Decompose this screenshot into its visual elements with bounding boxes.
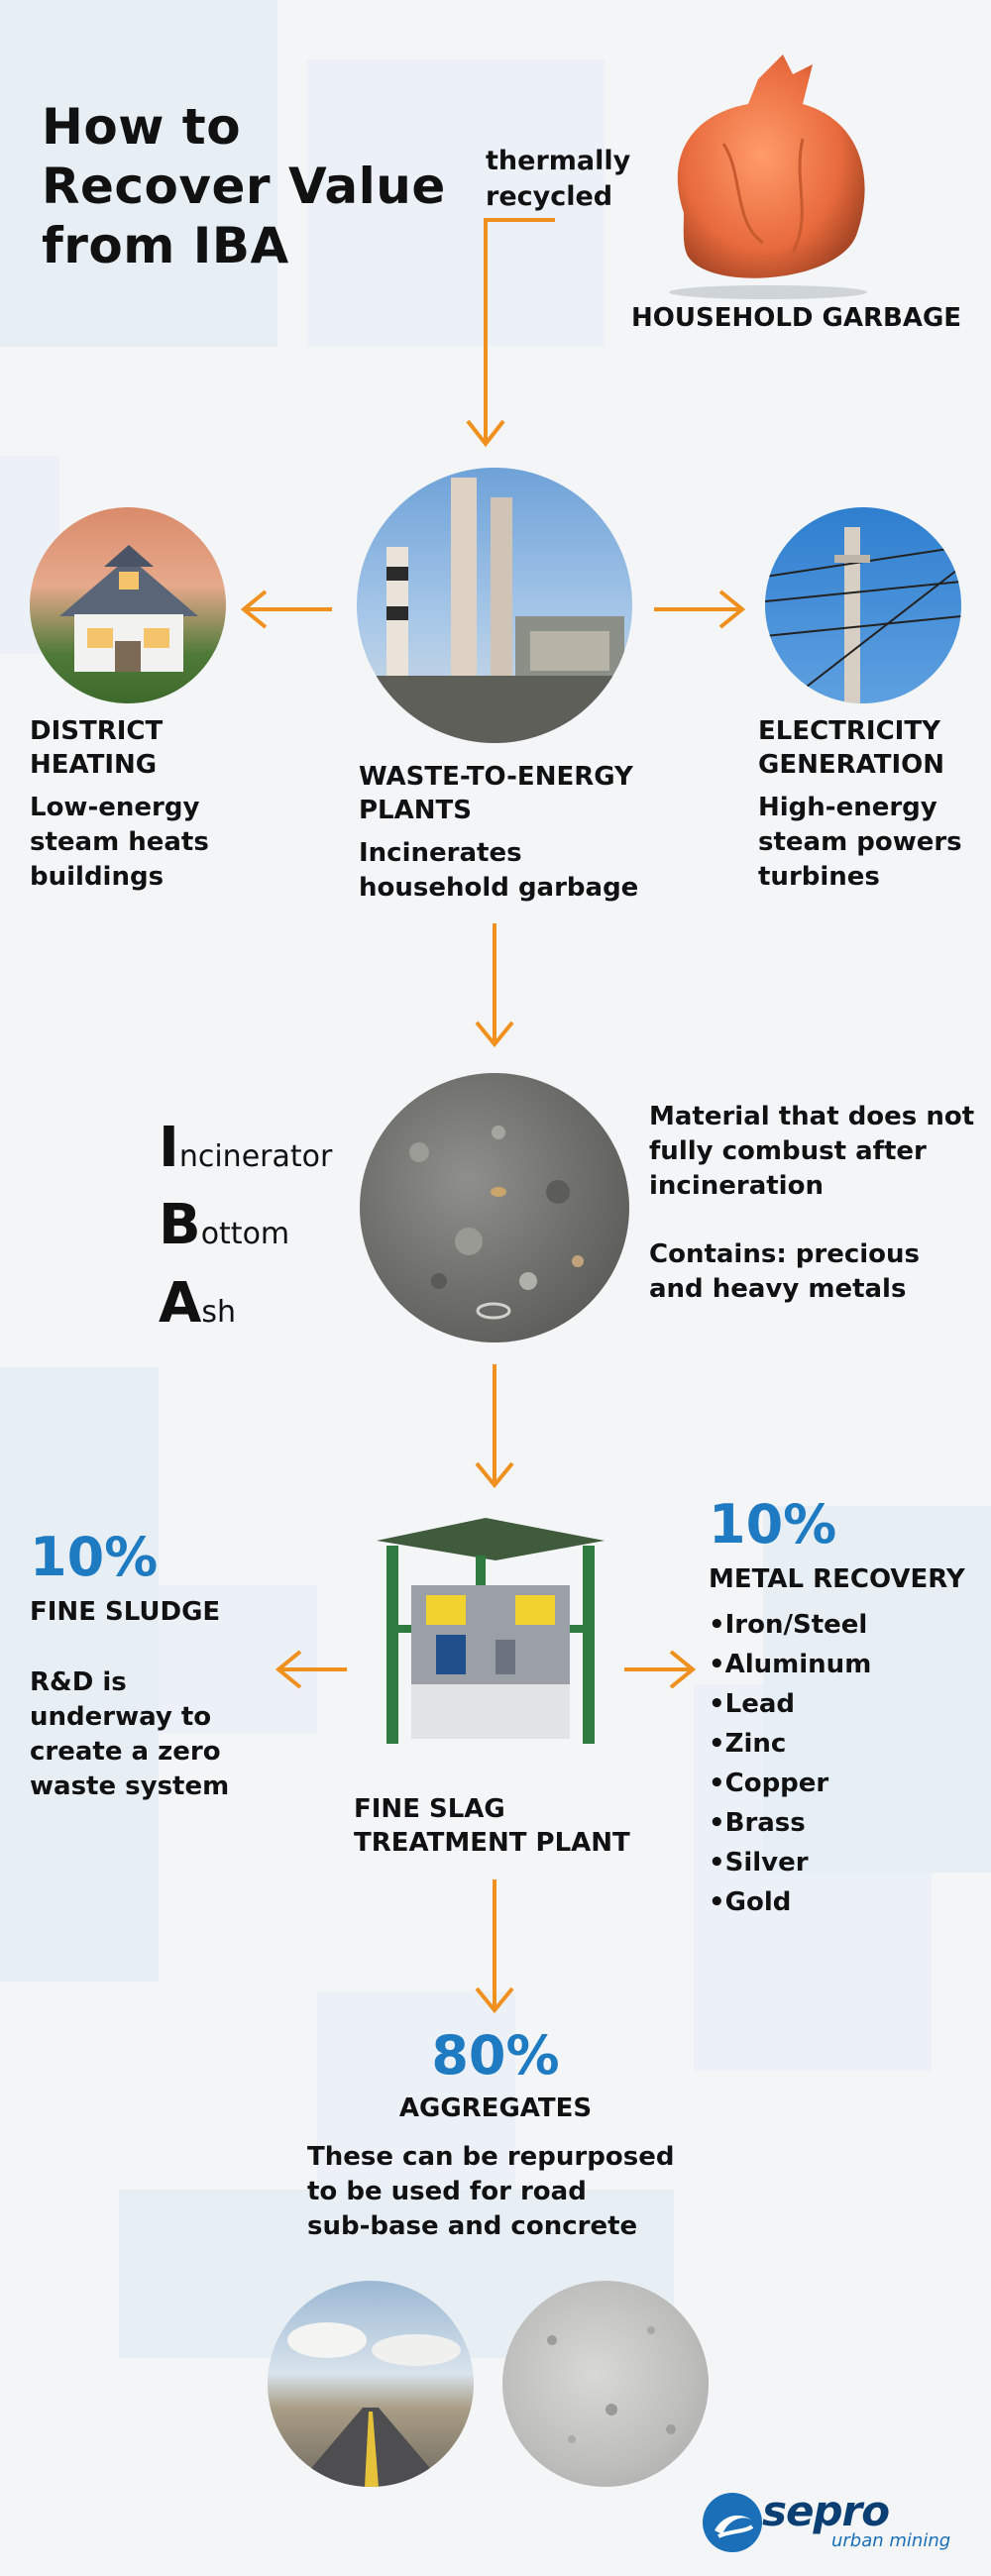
thermal-label: thermally recycled	[486, 146, 631, 212]
concrete-texture-icon	[547, 2326, 676, 2443]
aggregates: 80% AGGREGATES	[398, 2024, 593, 2124]
right-arrow-icon	[654, 590, 746, 629]
power-pole-icon	[765, 527, 961, 703]
list-item: Copper	[709, 1764, 965, 1803]
concrete-image	[502, 2281, 709, 2487]
list-item: Silver	[709, 1843, 965, 1882]
wte-plants: WASTE-TO-ENERGY PLANTS Incinerates house…	[359, 762, 639, 903]
garbage-label: HOUSEHOLD GARBAGE	[631, 303, 962, 333]
list-item: Gold	[709, 1882, 965, 1922]
page-title: How to Recover Value from IBA	[42, 98, 446, 274]
list-item: Zinc	[709, 1724, 965, 1764]
power-pole-image	[765, 507, 961, 703]
down-arrow-icon	[475, 923, 514, 1048]
treatment-plant-icon	[377, 1518, 605, 1744]
ash-image	[360, 1073, 629, 1342]
fine-sludge: 10% FINE SLUDGE R&D is underway to creat…	[30, 1526, 230, 1802]
aggregates-description: These can be repurposed to be used for r…	[307, 2142, 675, 2242]
bg-block	[0, 1367, 159, 1982]
house-icon	[59, 545, 198, 672]
electricity-generation: ELECTRICITY GENERATION High-energy steam…	[758, 716, 962, 892]
bg-block	[317, 1991, 515, 2190]
bg-block	[307, 59, 605, 347]
down-arrow-icon	[475, 1879, 514, 2014]
road-icon	[287, 2322, 461, 2487]
bg-block	[0, 0, 277, 347]
list-item: Aluminum	[709, 1645, 965, 1684]
left-arrow-icon	[275, 1650, 347, 1689]
garbage-bag-icon	[669, 54, 867, 299]
house-image	[30, 507, 226, 703]
metal-recovery: 10% METAL RECOVERY Iron/Steel Aluminum L…	[709, 1498, 965, 1922]
list-item: Iron/Steel	[709, 1605, 965, 1645]
sepro-logo: sepro urban mining	[701, 2487, 968, 2558]
thermal-arrow-icon	[466, 218, 555, 448]
treatment-plant-label: FINE SLAG TREATMENT PLANT	[354, 1794, 630, 1858]
iba-acronym: Incinerator Bottom Ash	[159, 1116, 333, 1336]
list-item: Brass	[709, 1803, 965, 1843]
list-item: Lead	[709, 1684, 965, 1724]
road-image	[268, 2281, 474, 2487]
metal-list: Iron/Steel Aluminum Lead Zinc Copper Bra…	[709, 1605, 965, 1922]
left-arrow-icon	[240, 590, 332, 629]
sepro-logo-icon	[703, 2493, 762, 2552]
iba-description: Material that does not fully combust aft…	[649, 1102, 975, 1305]
district-heating: DISTRICT HEATING Low-energy steam heats …	[30, 716, 209, 892]
smokestack-icon	[367, 478, 624, 743]
right-arrow-icon	[624, 1650, 697, 1689]
wte-plant-image	[357, 468, 632, 743]
ash-texture-icon	[409, 1126, 584, 1320]
down-arrow-icon	[475, 1364, 514, 1489]
